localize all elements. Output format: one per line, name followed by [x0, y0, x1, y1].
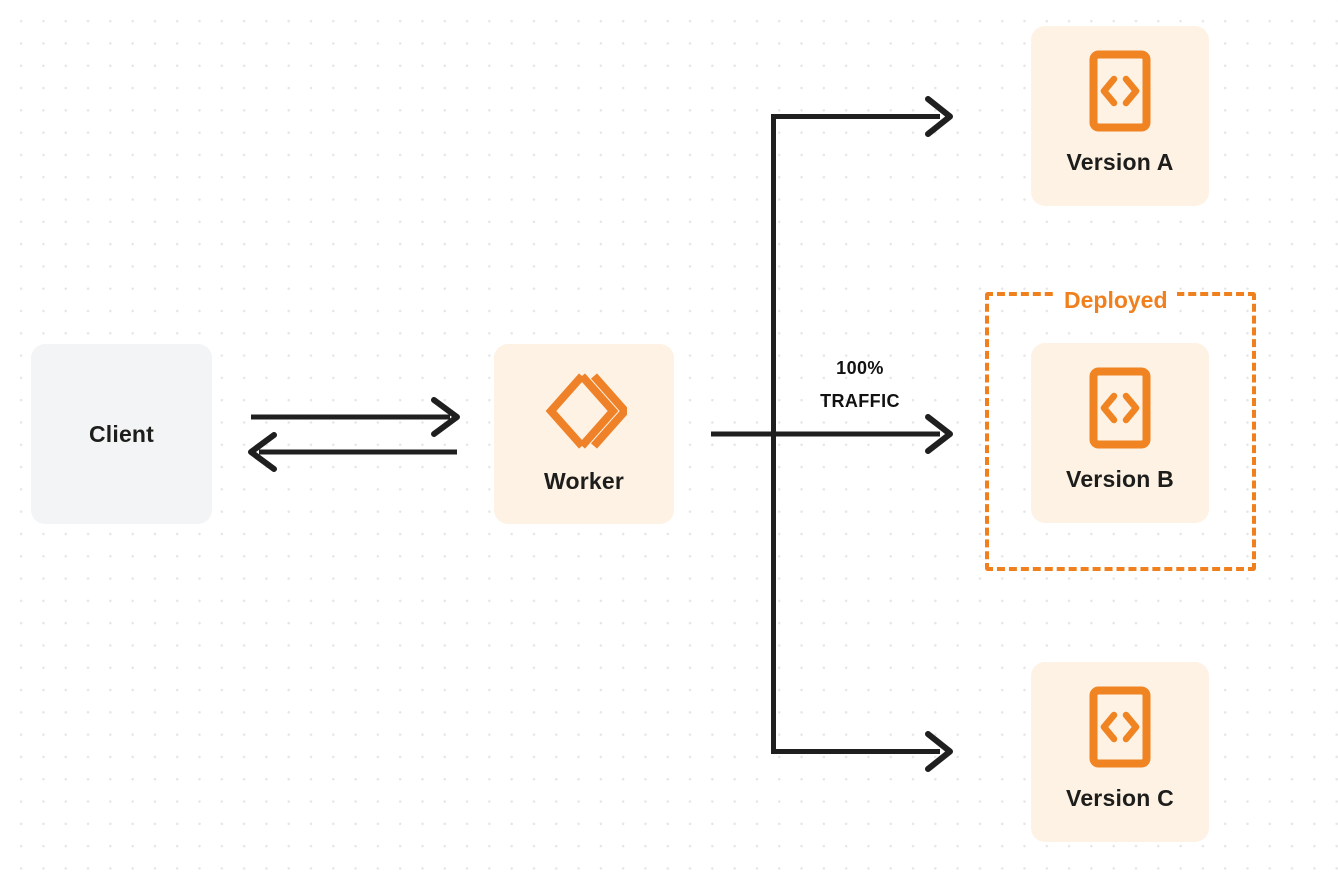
version-a-node[interactable]: Version A — [1031, 26, 1209, 206]
version-b-label: Version B — [1066, 466, 1174, 492]
version-a-label: Version A — [1066, 149, 1174, 175]
worker-label: Worker — [543, 468, 625, 494]
deployed-badge: Deployed — [1055, 286, 1177, 314]
arrow-worker-to-client — [248, 432, 457, 472]
cloudflare-workers-logo-icon — [541, 368, 627, 454]
arrow-client-to-worker — [251, 397, 460, 437]
arrow-worker-to-version-b — [925, 414, 953, 454]
client-node[interactable]: Client — [31, 344, 212, 524]
version-b-node[interactable]: Version B — [1031, 343, 1209, 523]
version-c-node[interactable]: Version C — [1031, 662, 1209, 842]
arrow-worker-to-version-c — [771, 731, 953, 772]
arrow-worker-to-version-a — [771, 96, 953, 137]
traffic-label: 100% TRAFFIC — [790, 352, 930, 418]
worker-node[interactable]: Worker — [494, 344, 674, 524]
client-label: Client — [88, 420, 155, 447]
arrow-worker-trunk — [711, 114, 940, 753]
traffic-percent: 100% — [836, 358, 884, 378]
code-file-icon — [1089, 686, 1151, 768]
code-file-icon — [1089, 367, 1151, 449]
version-c-label: Version C — [1066, 785, 1174, 811]
traffic-word: TRAFFIC — [820, 391, 900, 411]
code-file-icon — [1089, 50, 1151, 132]
